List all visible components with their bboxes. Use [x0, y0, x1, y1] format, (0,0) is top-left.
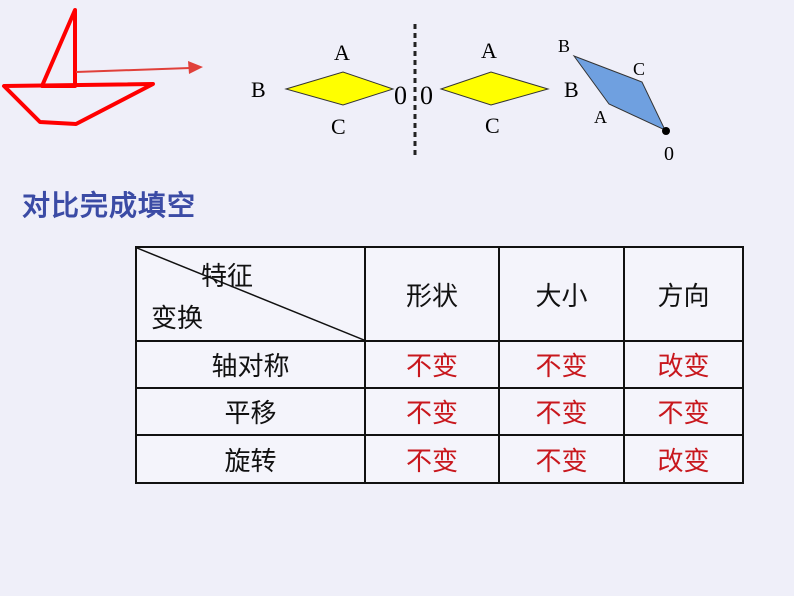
- right-rhombus-label-b: B: [564, 77, 579, 102]
- corner-feature-label: 特征: [201, 262, 254, 292]
- left-rhombus-label-a: A: [334, 40, 350, 65]
- transformation-figures: A B C 0 0 A B C B C A 0: [2, 8, 674, 165]
- rotated-rhombus-label-b-top: B: [558, 36, 570, 56]
- corner-header-cell: 特征 变换: [135, 246, 366, 342]
- column-header-shape: 形状: [364, 246, 500, 342]
- column-header-size: 大小: [498, 246, 625, 342]
- rotated-rhombus-label-c: C: [633, 59, 645, 79]
- right-rhombus: [439, 71, 550, 106]
- right-rhombus-label-c: C: [485, 113, 500, 138]
- row-label: 平移: [135, 387, 366, 436]
- row-label: 轴对称: [135, 340, 366, 389]
- table-cell: 改变: [623, 340, 744, 389]
- table-cell: 不变: [364, 340, 500, 389]
- comparison-table: 特征 变换 形状 大小 方向 轴对称 不变 不变 改变 平移 不变 不变 不变 …: [135, 246, 744, 484]
- corner-diagonal: [137, 248, 364, 340]
- table-cell: 不变: [498, 434, 625, 484]
- table-cell: 改变: [623, 434, 744, 484]
- table-header-row: 特征 变换 形状 大小 方向: [135, 246, 744, 342]
- section-heading: 对比完成填空: [22, 189, 197, 222]
- translation-arrow: [75, 61, 203, 74]
- row-label: 旋转: [135, 434, 366, 484]
- table-row: 平移 不变 不变 不变: [135, 387, 744, 436]
- axis-point-right-label: 0: [420, 81, 433, 110]
- rotation-center-label: 0: [664, 143, 674, 165]
- left-rhombus: [284, 71, 395, 106]
- sailboat-figure: [2, 8, 155, 126]
- left-rhombus-label-b: B: [251, 77, 266, 102]
- column-header-direction: 方向: [623, 246, 744, 342]
- rotated-rhombus-label-a: A: [594, 107, 607, 127]
- rotation-center-dot: [662, 127, 670, 135]
- table-row: 旋转 不变 不变 改变: [135, 434, 744, 484]
- rotated-rhombus: [572, 54, 667, 132]
- table-cell: 不变: [623, 387, 744, 436]
- table-cell: 不变: [498, 340, 625, 389]
- table-row: 轴对称 不变 不变 改变: [135, 340, 744, 389]
- table-cell: 不变: [364, 434, 500, 484]
- axis-point-left-label: 0: [394, 81, 407, 110]
- table-cell: 不变: [498, 387, 625, 436]
- right-rhombus-label-a: A: [481, 38, 497, 63]
- corner-transform-label: 变换: [151, 304, 204, 334]
- left-rhombus-label-c: C: [331, 114, 346, 139]
- table-cell: 不变: [364, 387, 500, 436]
